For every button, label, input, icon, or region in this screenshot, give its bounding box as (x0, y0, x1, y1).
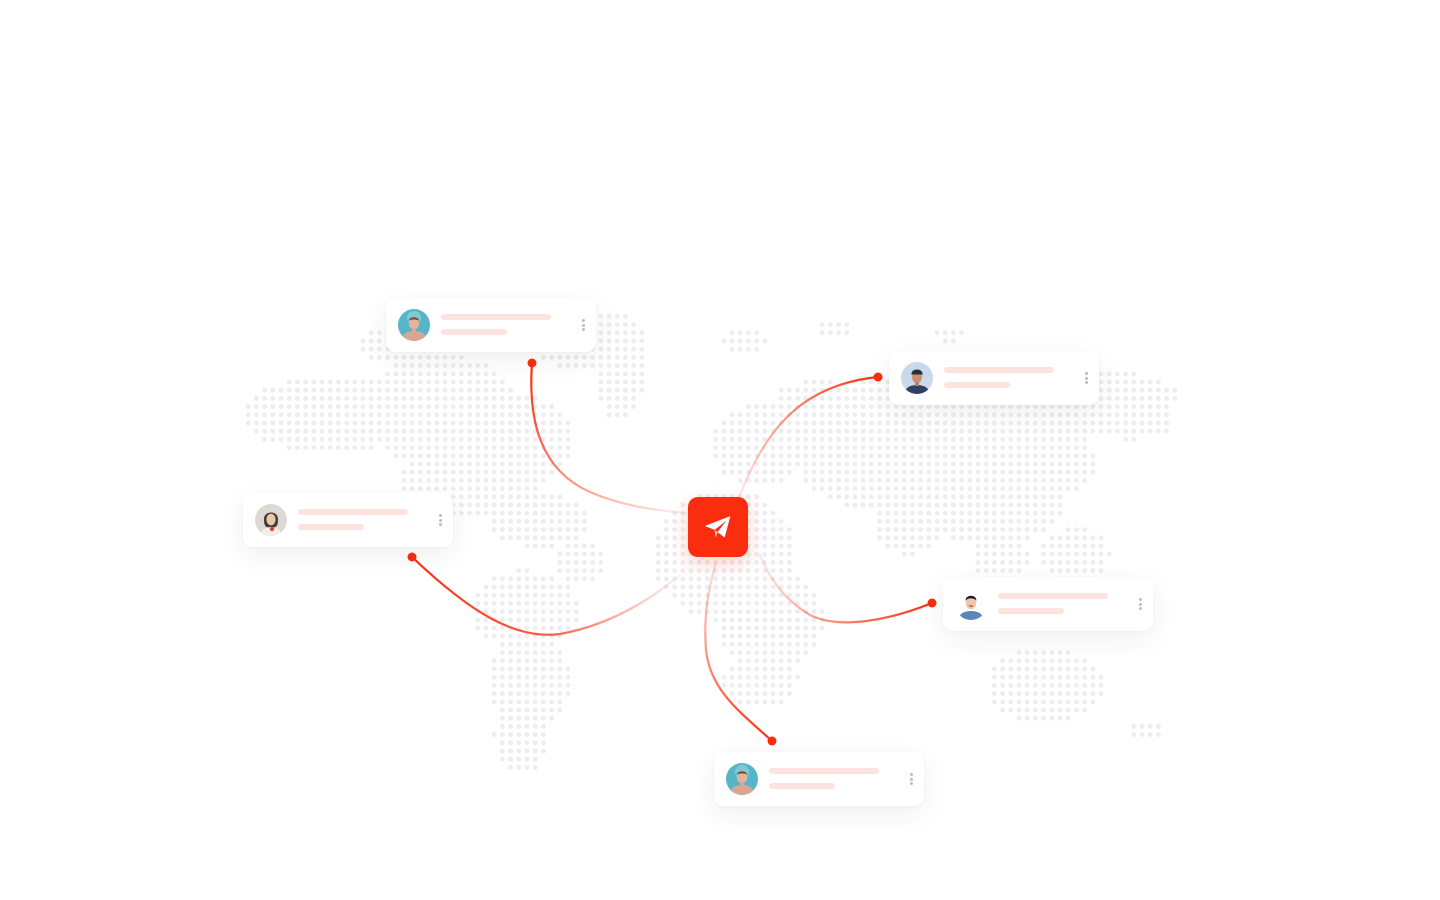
detail-placeholder (998, 608, 1064, 614)
avatar (955, 588, 987, 620)
more-vertical-icon[interactable] (1081, 370, 1091, 386)
name-placeholder (769, 768, 879, 774)
connector-asia-pacific (758, 553, 934, 624)
name-placeholder (944, 367, 1054, 373)
detail-placeholder (769, 783, 835, 789)
avatar (255, 504, 287, 536)
woman-light-background-avatar (255, 504, 287, 536)
connector-dot-americas-west (407, 552, 417, 562)
contact-card-asia[interactable] (889, 351, 1099, 405)
man-teal-background-avatar (398, 309, 430, 341)
contact-card-north-america[interactable] (386, 298, 596, 352)
avatar (901, 362, 933, 394)
connector-asia (736, 375, 880, 502)
more-vertical-icon[interactable] (1135, 596, 1145, 612)
smiling-man-avatar (955, 588, 987, 620)
avatar (398, 309, 430, 341)
connector-dot-asia-pacific (927, 598, 937, 608)
detail-placeholder (944, 382, 1010, 388)
connector-africa-south (704, 560, 774, 743)
detail-placeholder (298, 524, 364, 530)
more-vertical-icon[interactable] (906, 771, 916, 787)
connector-dot-asia (873, 372, 883, 382)
more-vertical-icon[interactable] (435, 512, 445, 528)
man-teal-background-avatar (726, 763, 758, 795)
send-hub-button[interactable] (688, 497, 748, 557)
contact-card-americas-west[interactable] (243, 493, 453, 547)
connector-dot-north-america (527, 358, 537, 368)
connector-americas-west (410, 555, 682, 636)
avatar (726, 763, 758, 795)
detail-placeholder (441, 329, 507, 335)
contact-card-africa-south[interactable] (714, 752, 924, 806)
paper-plane-icon (704, 516, 731, 538)
connector-dot-africa-south (767, 736, 777, 746)
more-vertical-icon[interactable] (578, 317, 588, 333)
name-placeholder (998, 593, 1108, 599)
contact-card-asia-pacific[interactable] (943, 577, 1153, 631)
connector-north-america (530, 361, 690, 515)
name-placeholder (441, 314, 551, 320)
man-with-cap-avatar (901, 362, 933, 394)
name-placeholder (298, 509, 408, 515)
